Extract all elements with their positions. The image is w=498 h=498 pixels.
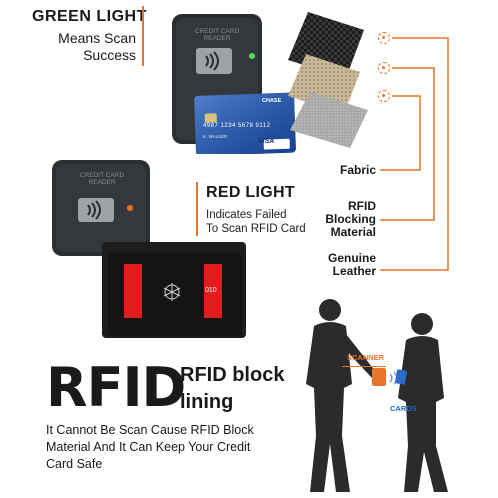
divider-red [196, 182, 198, 236]
scanner-pointer [342, 366, 386, 367]
green-light-subtitle-line2: Success [83, 47, 136, 63]
wallet [102, 242, 246, 338]
cards-label: CARDS [390, 404, 417, 413]
scanner-scene [306, 299, 448, 492]
divider-green [142, 6, 144, 66]
green-light-title: GREEN LIGHT [32, 8, 147, 25]
connector-dot-2 [378, 62, 390, 74]
label-rfid-material: RFID Blocking Material [325, 199, 376, 239]
green-led [249, 53, 255, 59]
layer-swatches [288, 12, 368, 148]
rfid-heading: RFID block lining [180, 364, 285, 413]
red-light-subtitle: Indicates Failed To Scan RFID Card [206, 209, 306, 235]
card-bank: CHASE [262, 98, 282, 104]
card-number: 4987 1234 5678 9112 [203, 123, 271, 129]
rfid-description: It Cannot Be Scan Cause RFID Block Mater… [46, 423, 254, 471]
connector-lines [380, 37, 449, 271]
connector-dot-1 [378, 32, 390, 44]
red-led [127, 205, 133, 211]
label-genuine-leather: Genuine Leather [327, 251, 376, 278]
green-light-subtitle: Means Scan Success [46, 30, 136, 64]
card-reader-bottom [52, 160, 150, 256]
connector-dot-3 [378, 90, 390, 102]
scanner-label: SCANNER [347, 353, 385, 362]
card-brand: VISA [258, 138, 275, 145]
red-light-title: RED LIGHT [206, 184, 295, 201]
card-reader-top [172, 14, 296, 154]
rfid-big-title: RFID [46, 356, 186, 419]
label-fabric: Fabric [339, 163, 376, 177]
reader-label-bottom: CREDIT CARD READER [79, 172, 125, 186]
green-light-subtitle-line1: Means Scan [58, 30, 136, 46]
card-name: K. WALKER [203, 134, 228, 139]
wallet-card-right-text: 010 [205, 287, 217, 294]
reader-label-top: CREDIT CARD READER [194, 28, 240, 42]
